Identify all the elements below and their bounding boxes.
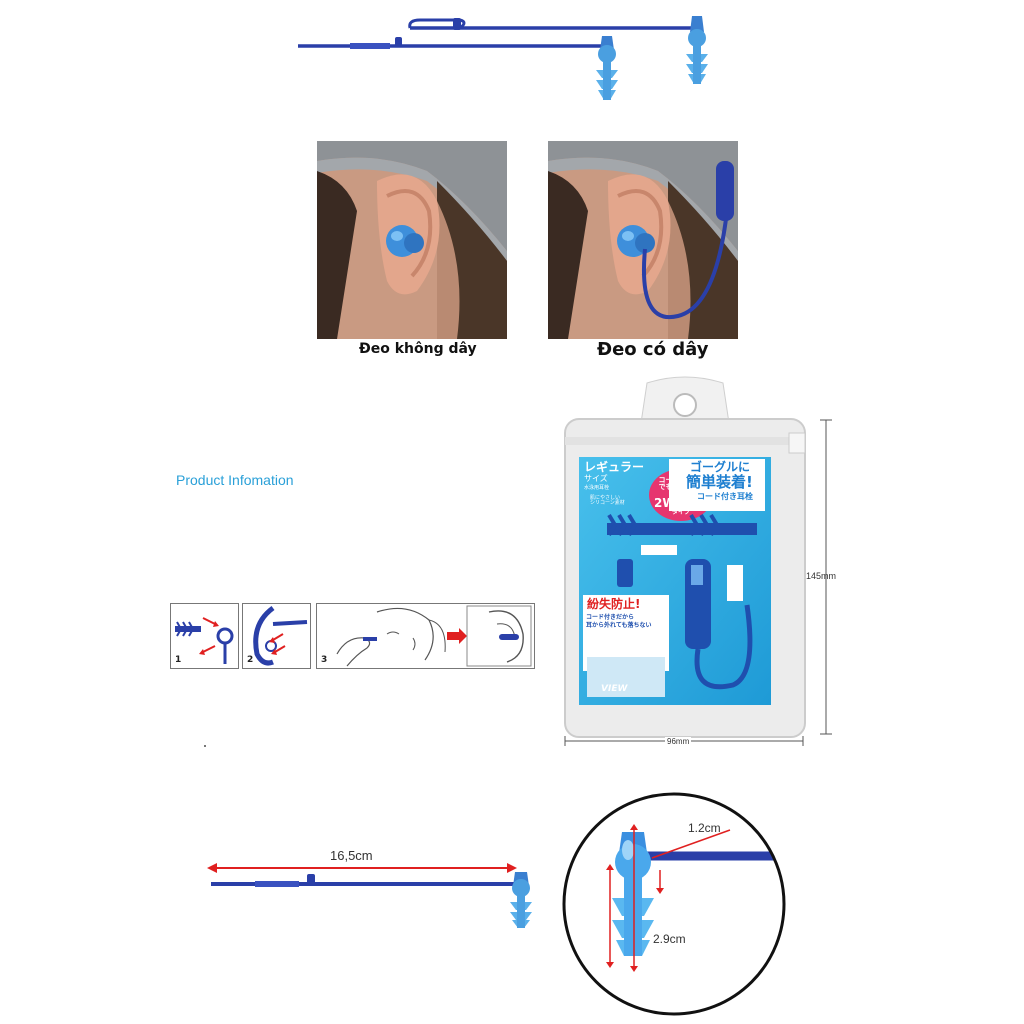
cord-length-label: 16,5cm bbox=[330, 848, 373, 863]
package-lost-body: コード付きだから 耳から外れても落ちない bbox=[586, 614, 652, 629]
package-size-label: レギュラー bbox=[584, 460, 645, 474]
caption-without-cord: Đeo không dây bbox=[359, 341, 477, 357]
plug-diameter-label: 1.2cm bbox=[688, 821, 721, 835]
package-skin-label: 肌にやさしい シリコーン素材 bbox=[590, 495, 625, 506]
brand-logo: VIEW bbox=[601, 684, 628, 694]
cord-length-diagram bbox=[207, 863, 532, 928]
plug-height-label: 2.9cm bbox=[653, 932, 686, 946]
package-width-label: 96mm bbox=[665, 737, 692, 746]
plug-detail-magnifier bbox=[562, 792, 786, 1016]
caption-with-cord: Đeo có dây bbox=[597, 339, 709, 360]
package-pouch bbox=[561, 375, 809, 740]
earplug-icon bbox=[510, 872, 532, 928]
earplug-icon bbox=[686, 16, 708, 84]
step-3-panel: 3 bbox=[316, 603, 535, 669]
step-1-panel: 1 bbox=[170, 603, 239, 669]
package-goggle-top: ゴーグルに bbox=[690, 460, 751, 474]
earplug-cord-top bbox=[298, 16, 708, 100]
package-size-sub: サイズ bbox=[584, 474, 608, 483]
package-two-way-bottom: タイプ bbox=[672, 509, 691, 516]
step-2-panel: 2 bbox=[242, 603, 311, 669]
step-number: 1 bbox=[175, 655, 182, 665]
product-info-heading: Product Infomation bbox=[176, 472, 294, 488]
package-height-label: 145mm bbox=[806, 571, 837, 581]
photo-ear-without-cord bbox=[317, 141, 507, 339]
earplug-icon bbox=[596, 36, 618, 100]
package-height-dimension bbox=[820, 419, 832, 735]
package-two-way-top: コード無し でも使える bbox=[658, 476, 694, 491]
step-number: 3 bbox=[321, 655, 328, 665]
package-lost-title: 紛失防止! bbox=[587, 597, 641, 611]
step-number: 2 bbox=[247, 655, 254, 665]
package-goggle-main: 簡単装着! bbox=[686, 473, 753, 491]
package-two-way: 2WAY bbox=[654, 496, 692, 510]
dot-mark bbox=[204, 745, 206, 747]
package-size-sub2: 水泳用耳栓 bbox=[584, 485, 610, 491]
photo-ear-with-cord bbox=[548, 141, 738, 339]
package-goggle-sub: コード付き耳栓 bbox=[697, 492, 753, 501]
